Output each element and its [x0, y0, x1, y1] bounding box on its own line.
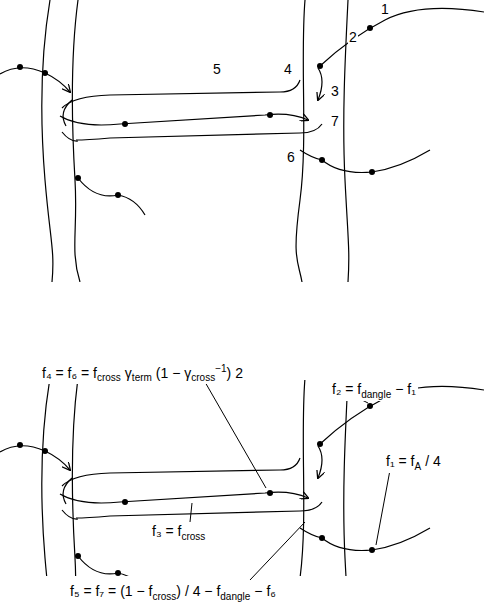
equation: f₄ = f₆ = fcrossγterm(1 − γcross−1) 2 — [40, 362, 245, 384]
equation-term: dangle — [361, 389, 391, 400]
equation-term: − f₁ — [395, 381, 416, 397]
equation: f₁ = fA / 4 — [384, 452, 443, 473]
equation-term: −1 — [215, 363, 226, 374]
callout-number: 3 — [330, 84, 340, 99]
callout-number: 5 — [212, 62, 222, 77]
equation-term: A — [414, 461, 421, 472]
equation-term: − f₆ — [254, 583, 276, 599]
equation-term: f₁ = f — [386, 453, 414, 469]
equation-term: cross — [97, 372, 121, 383]
equation-term: f₂ = f — [332, 381, 361, 397]
leader-line — [376, 470, 390, 545]
equation: f₂ = fdangle − f₁ — [330, 380, 418, 401]
leader-line — [190, 503, 192, 522]
equation-term: ) 2 — [227, 365, 243, 381]
equation: f₃ = fcross — [150, 522, 207, 543]
leader-line — [250, 522, 305, 580]
leader-line — [205, 382, 266, 488]
equation-term: ) / 4 − f — [176, 583, 220, 599]
equation-term: dangle — [220, 591, 250, 602]
callout-number: 7 — [330, 114, 340, 129]
network-top — [0, 0, 484, 282]
equation-term: cross — [181, 531, 205, 542]
callout-number: 1 — [380, 2, 390, 17]
network-bottom — [0, 380, 484, 576]
equation-term: f₄ = f₆ = f — [42, 365, 97, 381]
callout-number: 6 — [286, 150, 296, 165]
equation-term: f₃ = f — [152, 523, 181, 539]
equation: f₅ = f₇ = (1 − fcross) / 4 − fdangle − f₆ — [68, 582, 278, 603]
equation-term: (1 − γ — [156, 365, 191, 381]
equation-term: term — [132, 372, 152, 383]
equation-term: cross — [191, 372, 215, 383]
callout-number: 4 — [283, 62, 293, 77]
equation-term: γ — [125, 365, 132, 381]
equation-term: / 4 — [425, 453, 441, 469]
callout-number: 2 — [348, 30, 358, 45]
equation-term: f₅ = f₇ = (1 − f — [70, 583, 152, 599]
equation-term: cross — [152, 591, 176, 602]
